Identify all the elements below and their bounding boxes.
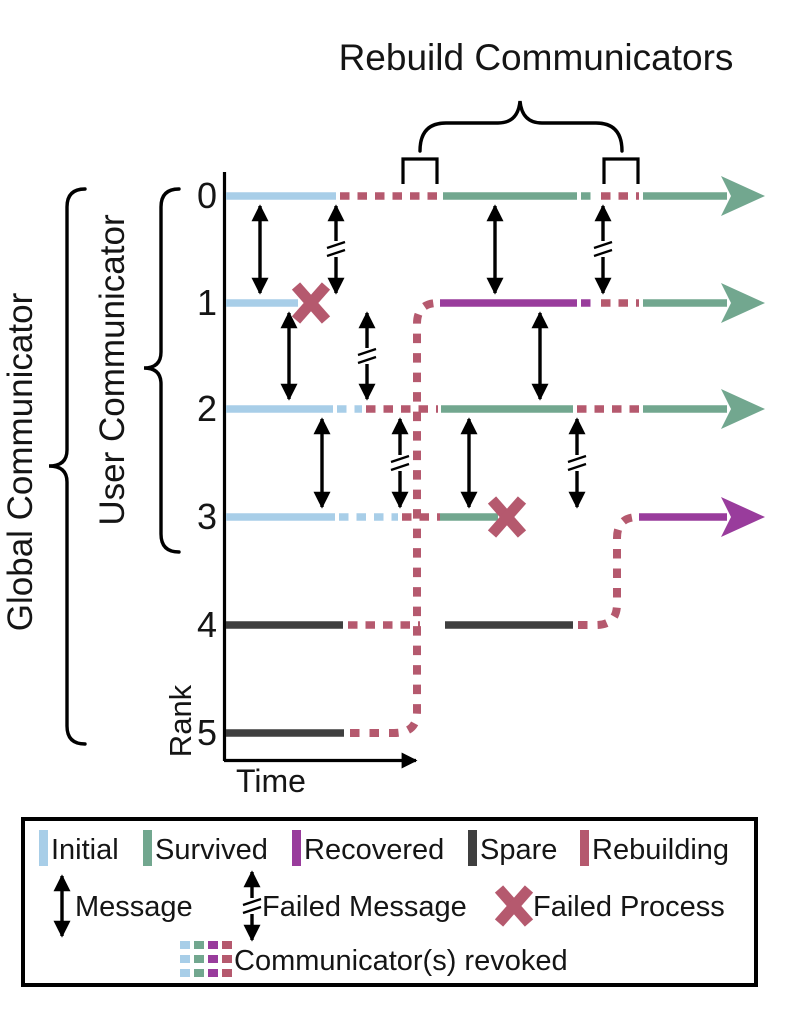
- legend-label-failed-message: Failed Message: [262, 891, 467, 923]
- timeline-rank-2: [226, 389, 765, 429]
- rebuild-curve-rank5-to-rank1: [350, 299, 439, 737]
- rebuild-bracket-right: [602, 157, 640, 184]
- legend-revoked-swatch: [180, 941, 232, 977]
- legend-label-message: Message: [75, 891, 193, 923]
- legend-swatch-spare: [468, 830, 477, 866]
- legend-swatch-rebuilding: [580, 830, 589, 866]
- arrowhead-rank-1: [721, 283, 765, 323]
- rank-label-0: 0: [197, 175, 217, 216]
- time-axis-label: Time: [236, 763, 306, 799]
- rank-axis-label: Rank: [163, 684, 198, 757]
- figure-title: Rebuild Communicators: [339, 37, 734, 78]
- legend-label-spare: Spare: [480, 834, 557, 866]
- legend-label-initial: Initial: [51, 834, 119, 866]
- timeline-rank-3: [226, 496, 765, 538]
- user-communicator-brace: [143, 187, 181, 554]
- failed-message-slash-0-1-b: [593, 240, 613, 258]
- user-communicator-label: User Communicator: [93, 214, 132, 526]
- failed-message-slash-2-3-b: [567, 454, 587, 472]
- arrowhead-rank-0: [721, 176, 765, 216]
- global-communicator-brace: [48, 187, 87, 746]
- rank-label-1: 1: [197, 282, 217, 323]
- rank-label-3: 3: [197, 496, 217, 537]
- arrowhead-rank-3: [721, 497, 765, 537]
- failed-message-slash-2-3: [390, 454, 410, 472]
- legend-swatch-recovered: [292, 830, 301, 866]
- failed-process-x-rank-3: [487, 496, 527, 538]
- arrowhead-rank-2: [721, 389, 765, 429]
- rebuild-bracket-left: [401, 157, 439, 184]
- rebuild-brace: [418, 100, 624, 153]
- rank-label-2: 2: [197, 388, 217, 429]
- rebuild-curve-rank4-to-rank3: [578, 513, 639, 629]
- legend-label-recovered: Recovered: [304, 834, 444, 866]
- failed-message-slash-1-2: [357, 347, 377, 365]
- legend-label-rebuilding: Rebuilding: [592, 834, 729, 866]
- legend-border: [21, 817, 758, 987]
- legend-swatch-initial: [39, 830, 48, 866]
- legend-failed-message-slash: [242, 897, 262, 915]
- rank-label-4: 4: [197, 604, 217, 645]
- legend-failed-process-x-icon: [494, 885, 534, 927]
- legend: Initial Survived Recovered Spare Rebuild…: [21, 817, 758, 987]
- failed-message-slash-0-1: [326, 240, 346, 258]
- timeline-rank-1: [226, 282, 765, 324]
- timeline-rank-0: [226, 176, 765, 216]
- legend-label-revoked: Communicator(s) revoked: [234, 945, 568, 977]
- rank-label-5: 5: [197, 712, 217, 753]
- legend-label-survived: Survived: [155, 834, 268, 866]
- failed-process-x-rank-1: [291, 282, 331, 324]
- legend-swatch-survived: [143, 830, 152, 866]
- legend-label-failed-process: Failed Process: [533, 891, 725, 923]
- global-communicator-label: Global Communicator: [1, 292, 40, 631]
